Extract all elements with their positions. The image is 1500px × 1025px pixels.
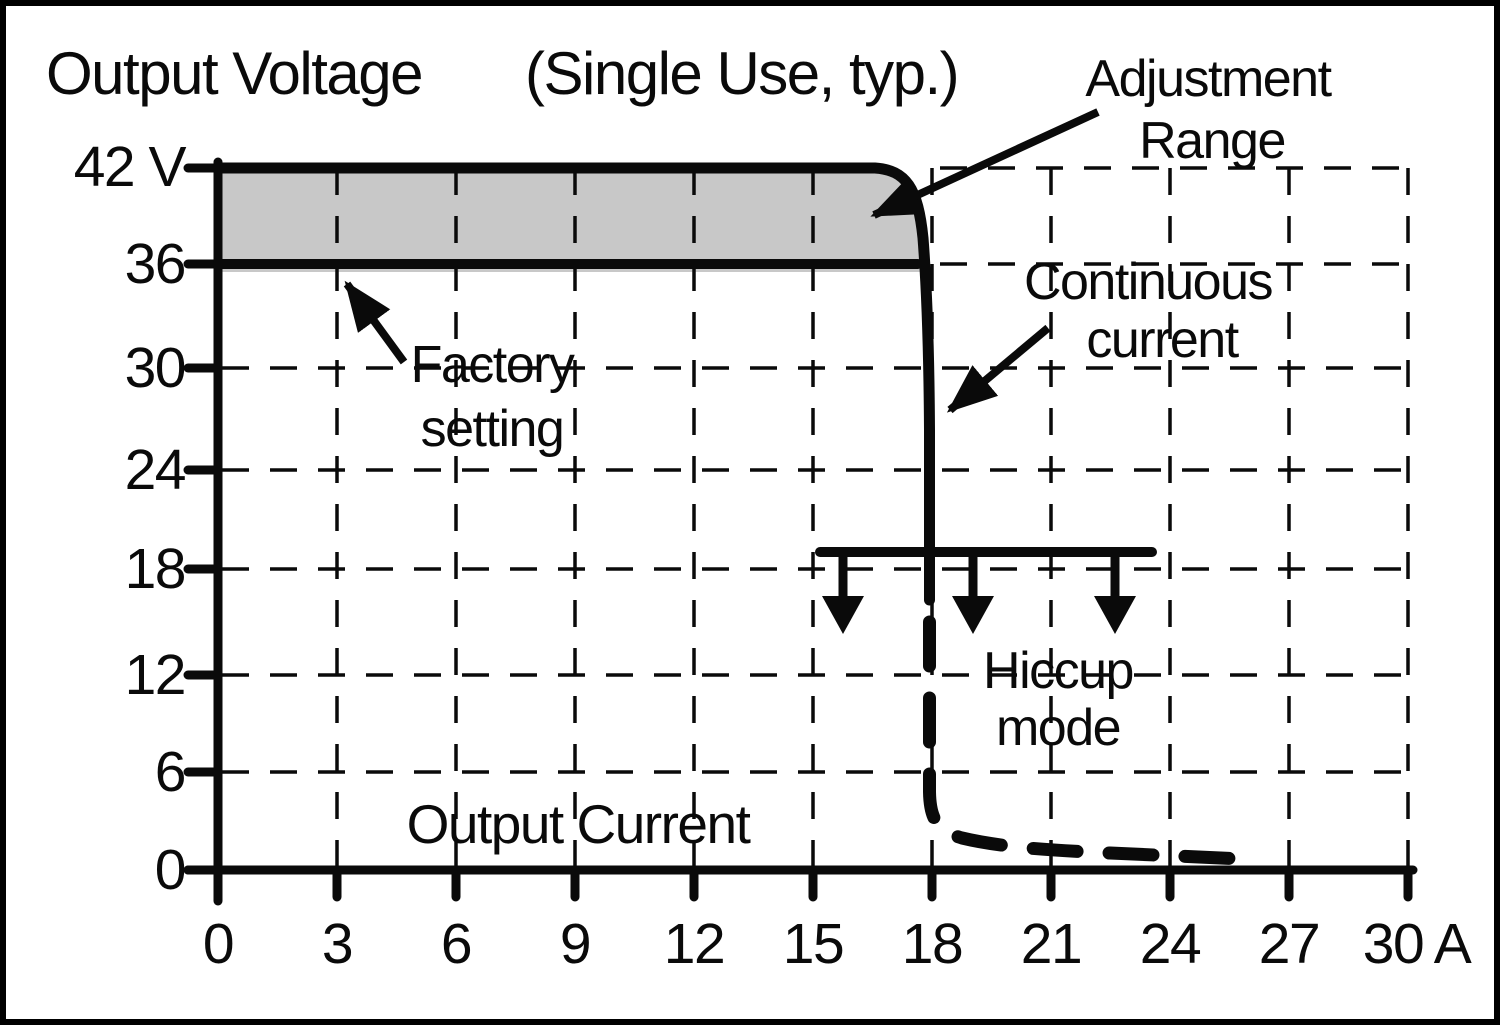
y-tick-label: 24 <box>125 438 186 502</box>
factory-setting-arrow-icon <box>343 280 408 365</box>
down-arrow-icon <box>952 596 994 634</box>
x-tick-label: 9 <box>560 912 590 976</box>
adjustment-range-label-line1: Adjustment <box>1085 50 1332 108</box>
y-ticks <box>183 163 223 875</box>
x-tick-labels: 0 3 6 9 12 15 18 21 24 27 30 A <box>203 912 1473 976</box>
x-axis-title: Output Current <box>407 793 751 855</box>
adjustment-range-arrow-icon <box>870 108 1100 219</box>
x-ticks <box>213 865 1413 902</box>
down-arrow-icon <box>1094 596 1136 634</box>
hiccup-mode-label-line1: Hiccup <box>983 642 1133 700</box>
y-tick-labels: 42 V 36 30 24 18 12 6 0 <box>74 135 188 902</box>
hiccup-marker <box>815 547 1157 634</box>
hiccup-mode-curve <box>923 615 1250 866</box>
continuous-current-label-line1: Continuous <box>1024 253 1273 311</box>
x-tick-label: 3 <box>322 912 352 976</box>
x-tick-label: 0 <box>203 912 233 976</box>
chart-subtitle: (Single Use, typ.) <box>525 40 958 107</box>
continuous-current-arrow-icon <box>946 324 1051 414</box>
adjustment-range-label-line2: Range <box>1139 112 1285 170</box>
annotation-arrows <box>343 108 1100 414</box>
x-tick-label: 12 <box>664 912 724 976</box>
x-tick-label: 15 <box>783 912 843 976</box>
x-axis-unit: A <box>1434 912 1472 976</box>
annotations: Adjustment Range Continuous current Fact… <box>407 50 1335 855</box>
y-tick-label: 30 <box>125 336 185 400</box>
down-arrow-icon <box>822 596 864 634</box>
x-tick-label: 18 <box>902 912 962 976</box>
x-tick-label: 21 <box>1021 912 1081 976</box>
adjustment-band <box>218 168 926 272</box>
factory-setting-label-line2: setting <box>421 400 564 458</box>
hiccup-mode-label-line2: mode <box>996 699 1120 757</box>
axes <box>183 157 1418 906</box>
x-tick-label: 6 <box>441 912 471 976</box>
x-tick-label: 24 <box>1140 912 1201 976</box>
continuous-current-label-line2: current <box>1086 311 1239 369</box>
y-tick-label: 0 <box>155 838 185 902</box>
factory-setting-label-line1: Factory <box>411 336 575 394</box>
continuous-current-curve <box>212 162 935 606</box>
y-tick-label: 12 <box>125 643 185 707</box>
y-tick-label: 6 <box>155 740 185 804</box>
y-tick-label: 42 V <box>74 135 187 199</box>
y-tick-label: 36 <box>125 232 185 296</box>
y-tick-label: 18 <box>125 537 185 601</box>
x-tick-label: 27 <box>1259 912 1319 976</box>
x-tick-label: 30 <box>1363 912 1423 976</box>
chart-title: Output Voltage <box>46 40 422 107</box>
